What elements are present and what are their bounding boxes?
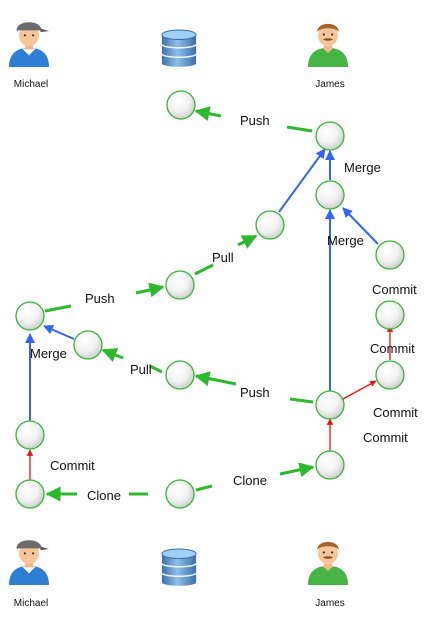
- pull-arrow: [237, 234, 258, 249]
- actor-name: James: [315, 79, 344, 90]
- merge-label: Merge: [30, 346, 67, 361]
- pull-line: [149, 364, 163, 374]
- michael-bottom-actor: Michael: [9, 540, 49, 609]
- push-arrow: [194, 371, 237, 387]
- male-user-blue-icon: [9, 540, 49, 585]
- push-line: [286, 125, 313, 133]
- actor-name: James: [315, 598, 344, 609]
- pull-arrow: [101, 348, 124, 362]
- commit-label: Commit: [363, 430, 408, 445]
- commit-node: [15, 301, 45, 331]
- push-line: [44, 304, 72, 313]
- transfer-arrows: [44, 106, 315, 502]
- clone-arrow: [279, 462, 315, 478]
- merge-label: Merge: [344, 160, 381, 175]
- edge-labels: Push Merge Merge Pull Commit Push Commit…: [30, 113, 418, 503]
- commit-label: Commit: [50, 458, 95, 473]
- merge-arrows: [25, 148, 379, 421]
- pull-label: Pull: [212, 250, 234, 265]
- commit-node: [375, 240, 405, 270]
- push-line: [289, 397, 314, 404]
- commit-label: Commit: [372, 282, 417, 297]
- male-user-green-icon: [308, 541, 348, 585]
- michael-top-actor: Michael: [9, 22, 49, 90]
- nodes: [15, 90, 405, 509]
- commit-label: Commit: [370, 341, 415, 356]
- repo-node: [165, 360, 195, 390]
- commit-node: [15, 420, 45, 450]
- push-label: Push: [240, 385, 270, 400]
- male-user-green-icon: [308, 23, 348, 67]
- repo-node: [166, 90, 196, 120]
- commit-node: [375, 300, 405, 330]
- database-icon: [161, 29, 197, 68]
- database-icon: [161, 548, 197, 587]
- commit-node: [315, 450, 345, 480]
- merge-arrow: [342, 207, 379, 245]
- pull-label: Pull: [130, 362, 152, 377]
- merge-arrow: [43, 324, 75, 340]
- push-arrow: [135, 282, 165, 298]
- commit-node: [73, 330, 103, 360]
- actor-name: Michael: [14, 598, 48, 609]
- male-user-blue-icon: [9, 22, 49, 67]
- clone-label: Clone: [233, 473, 267, 488]
- james-top-actor: James: [308, 23, 348, 90]
- commit-label: Commit: [373, 405, 418, 420]
- commit-node: [315, 180, 345, 210]
- actor-name: Michael: [14, 79, 48, 90]
- commit-arrow: [342, 380, 377, 400]
- pull-line: [194, 263, 214, 276]
- james-bottom-actor: James: [308, 541, 348, 609]
- push-arrow: [194, 106, 222, 122]
- repo-node: [165, 479, 195, 509]
- push-label: Push: [85, 291, 115, 306]
- clone-label: Clone: [87, 488, 121, 503]
- repo-node: [165, 270, 195, 300]
- merge-arrow: [278, 148, 326, 213]
- commit-node: [315, 390, 345, 420]
- commit-node: [15, 479, 45, 509]
- commit-arrows: [26, 262, 394, 480]
- commit-node: [255, 210, 285, 240]
- merge-label: Merge: [327, 233, 364, 248]
- clone-line: [195, 484, 213, 492]
- commit-node: [375, 360, 405, 390]
- commit-node: [315, 121, 345, 151]
- push-label: Push: [240, 113, 270, 128]
